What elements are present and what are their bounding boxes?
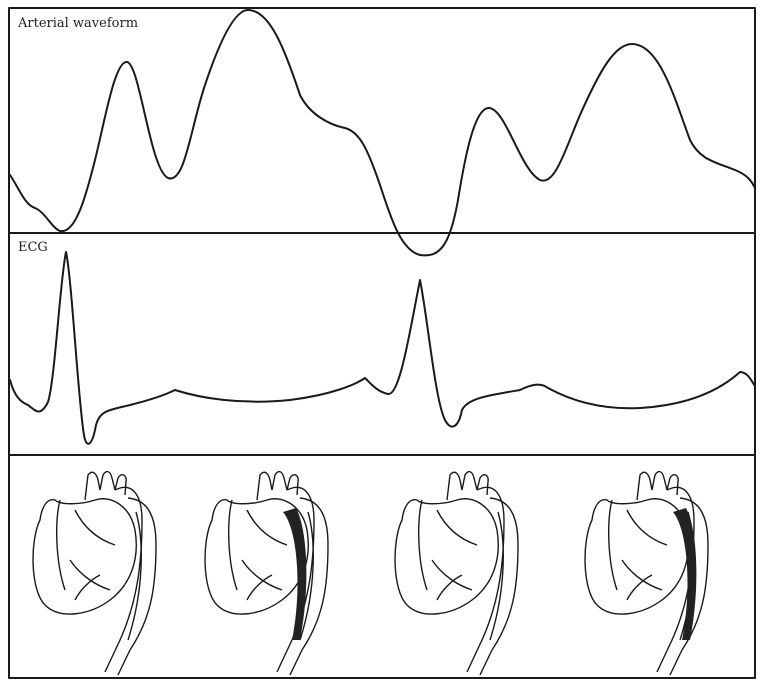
inflated-balloon xyxy=(283,508,307,640)
arterial-waveform-label: Arterial waveform xyxy=(18,16,139,31)
heart-illustrations xyxy=(32,470,709,676)
heart-aorta-illustration xyxy=(32,470,157,676)
arterial-waveform xyxy=(9,9,756,257)
ecg-waveform xyxy=(9,251,756,445)
ecg-label: ECG xyxy=(18,240,48,255)
frame xyxy=(8,7,756,679)
inflated-balloon xyxy=(673,508,697,640)
